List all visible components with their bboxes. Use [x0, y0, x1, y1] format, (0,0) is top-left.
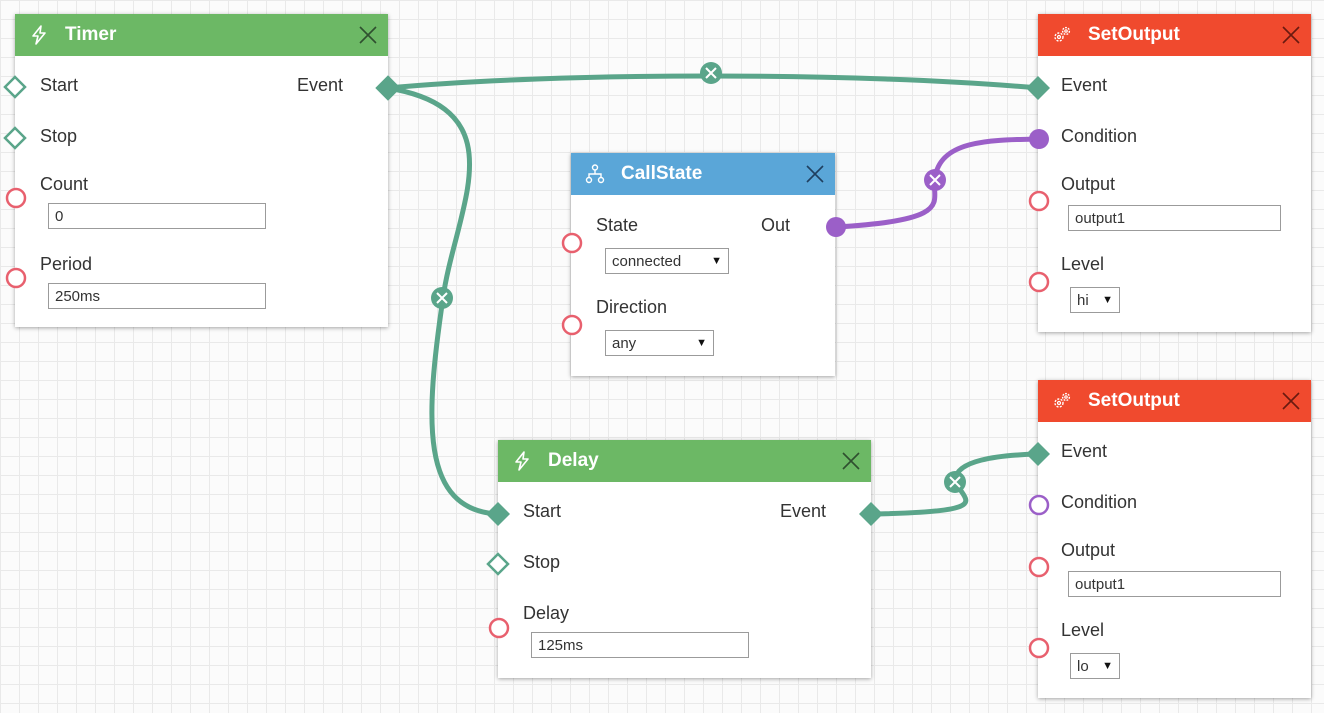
timer-period-port[interactable]: [5, 267, 27, 289]
setoutput-level-select[interactable]: hi ▼: [1070, 287, 1120, 313]
lightning-icon: [32, 25, 46, 45]
timer-count-port[interactable]: [5, 187, 27, 209]
close-icon[interactable]: [805, 164, 825, 184]
callstate-state-value: connected: [612, 252, 682, 270]
setoutput-output-input[interactable]: [1068, 205, 1281, 231]
callstate-direction-value: any: [612, 334, 637, 352]
remove-wire-icon[interactable]: [700, 62, 722, 84]
delay-title: Delay: [548, 450, 599, 471]
close-icon[interactable]: [1281, 25, 1301, 45]
setoutput-output-label: Output: [1061, 540, 1116, 560]
setoutput-header[interactable]: SetOutput: [1038, 14, 1311, 56]
setoutput-header[interactable]: SetOutput: [1038, 380, 1311, 422]
remove-wire-icon[interactable]: [924, 169, 946, 191]
callstate-direction-label: Direction: [596, 297, 668, 317]
timer-start-label: Start: [40, 75, 79, 95]
delay-header[interactable]: Delay: [498, 440, 871, 482]
setoutput-event-port[interactable]: [1026, 76, 1050, 100]
setoutput-title: SetOutput: [1088, 24, 1180, 45]
callstate-out-port[interactable]: [826, 217, 846, 237]
setoutput-condition-port[interactable]: [1029, 129, 1049, 149]
setoutput-event-label: Event: [1061, 441, 1108, 461]
delay-start-label: Start: [523, 501, 562, 521]
remove-wire-icon[interactable]: [944, 471, 966, 493]
setoutput-output-label: Output: [1061, 174, 1116, 194]
callstate-title: CallState: [621, 163, 703, 184]
setoutput-title: SetOutput: [1088, 390, 1180, 411]
setoutput-node-1[interactable]: SetOutput Event Condition Output Level h…: [1038, 14, 1311, 332]
lightning-icon: [515, 451, 529, 471]
setoutput-level-select[interactable]: lo ▼: [1070, 653, 1120, 679]
setoutput-condition-label: Condition: [1061, 126, 1138, 146]
setoutput-level-port[interactable]: [1028, 637, 1050, 659]
dropdown-arrow-icon: ▼: [711, 255, 722, 267]
setoutput-event-port[interactable]: [1026, 442, 1050, 466]
delay-event-label: Event: [779, 501, 826, 521]
setoutput-event-label: Event: [1061, 75, 1108, 95]
delay-stop-label: Stop: [523, 552, 561, 572]
timer-period-label: Period: [40, 254, 93, 274]
callstate-node[interactable]: CallState State Out connected ▼ Directio…: [571, 153, 835, 376]
callstate-state-select[interactable]: connected ▼: [605, 248, 729, 274]
setoutput-level-value: lo: [1077, 657, 1089, 675]
timer-title: Timer: [65, 24, 117, 45]
delay-stop-port[interactable]: [486, 552, 510, 576]
dropdown-arrow-icon: ▼: [1102, 660, 1113, 672]
delay-start-port[interactable]: [486, 502, 510, 526]
setoutput-level-value: hi: [1077, 291, 1089, 309]
callstate-out-label: Out: [760, 215, 790, 235]
timer-stop-label: Stop: [40, 126, 78, 146]
setoutput-level-label: Level: [1061, 254, 1105, 274]
timer-count-input[interactable]: [48, 203, 266, 229]
timer-event-label: Event: [296, 75, 343, 95]
timer-event-output-port[interactable]: [375, 75, 401, 101]
dropdown-arrow-icon: ▼: [696, 337, 707, 349]
delay-event-output-port[interactable]: [859, 502, 883, 526]
callstate-direction-port[interactable]: [561, 314, 583, 336]
gears-icon: [1054, 392, 1071, 408]
delay-delay-label: Delay: [523, 603, 570, 623]
callstate-direction-select[interactable]: any ▼: [605, 330, 714, 356]
setoutput-level-label: Level: [1061, 620, 1105, 640]
close-icon[interactable]: [841, 451, 861, 471]
timer-node[interactable]: Timer Start Event Stop Count Period: [15, 14, 388, 327]
setoutput-output-port[interactable]: [1028, 556, 1050, 578]
setoutput-condition-label: Condition: [1061, 492, 1138, 512]
callstate-state-port[interactable]: [561, 232, 583, 254]
close-icon[interactable]: [358, 25, 378, 45]
setoutput-node-2[interactable]: SetOutput Event Condition Output Level l…: [1038, 380, 1311, 698]
delay-delay-input[interactable]: [531, 632, 749, 658]
close-icon[interactable]: [1281, 391, 1301, 411]
timer-count-label: Count: [40, 174, 89, 194]
remove-wire-icon[interactable]: [431, 287, 453, 309]
setoutput-level-port[interactable]: [1028, 271, 1050, 293]
gears-icon: [1054, 26, 1071, 42]
timer-stop-port[interactable]: [3, 126, 27, 150]
callstate-header[interactable]: CallState: [571, 153, 835, 195]
delay-delay-port[interactable]: [488, 617, 510, 639]
sitemap-icon: [585, 164, 605, 184]
setoutput-output-input[interactable]: [1068, 571, 1281, 597]
callstate-state-label: State: [596, 215, 639, 235]
timer-period-input[interactable]: [48, 283, 266, 309]
timer-header[interactable]: Timer: [15, 14, 388, 56]
delay-node[interactable]: Delay Start Event Stop Delay: [498, 440, 871, 678]
setoutput-condition-port[interactable]: [1028, 494, 1050, 516]
setoutput-output-port[interactable]: [1028, 190, 1050, 212]
timer-start-port[interactable]: [3, 75, 27, 99]
dropdown-arrow-icon: ▼: [1102, 294, 1113, 306]
